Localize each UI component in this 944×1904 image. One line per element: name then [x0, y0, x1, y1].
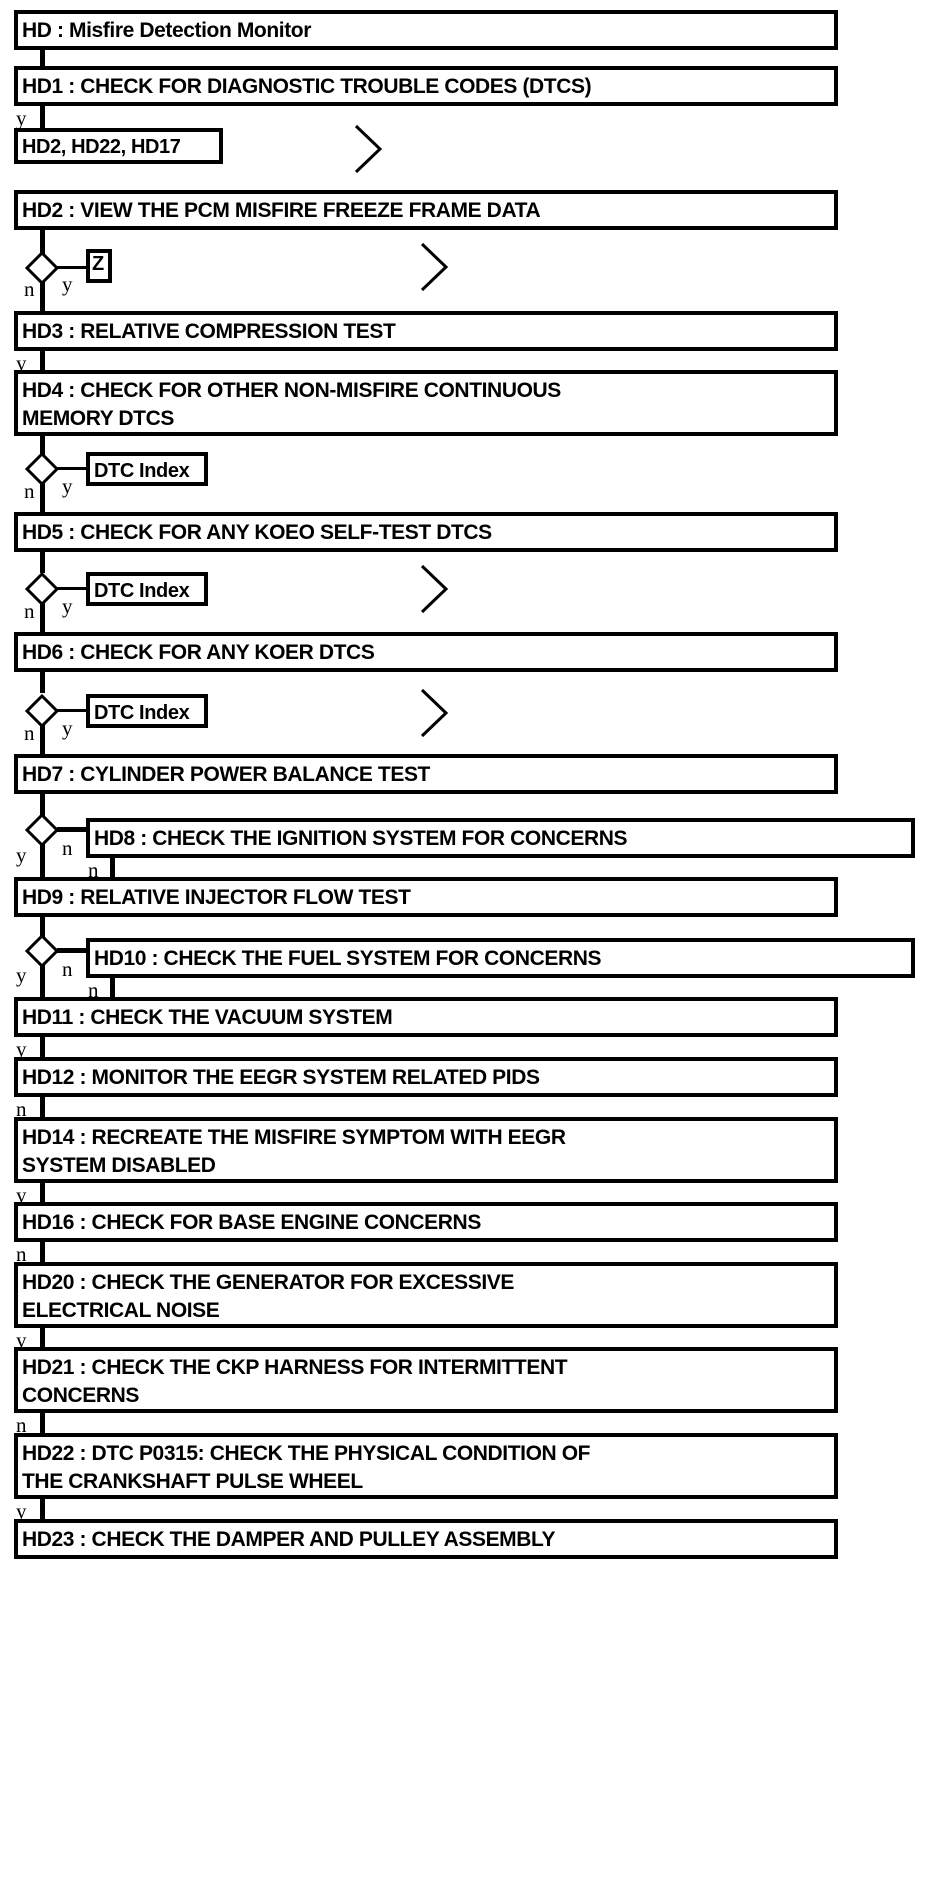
edge-HD4-to-decision	[40, 436, 45, 457]
goto-chevron-2	[418, 240, 452, 294]
node-HD5[interactable]: HD5 : CHECK FOR ANY KOEO SELF-TEST DTCS	[14, 512, 838, 552]
node-HD23[interactable]: HD23 : CHECK THE DAMPER AND PULLEY ASSEM…	[14, 1519, 838, 1559]
node-HD22[interactable]: HD22 : DTC P0315: CHECK THE PHYSICAL CON…	[14, 1433, 838, 1499]
edge-HD11-to-HD12	[40, 1037, 45, 1060]
node-HD3[interactable]: HD3 : RELATIVE COMPRESSION TEST	[14, 311, 838, 351]
edge-label-HD7-yes: y	[16, 843, 27, 867]
edge-label-HD9-yes: y	[16, 963, 27, 987]
edge-label-HD2-yes: y	[62, 272, 73, 296]
node-HD6[interactable]: HD6 : CHECK FOR ANY KOER DTCS	[14, 632, 838, 672]
edge-HD5-yes-line	[57, 587, 88, 590]
edge-HD2-no-to-HD3	[40, 281, 45, 313]
node-HD[interactable]: HD : Misfire Detection Monitor	[14, 10, 838, 50]
node-dtc-index-2[interactable]: DTC Index	[86, 572, 208, 606]
edge-label-HD21-no: n	[16, 1413, 27, 1437]
edge-HD4-yes-line	[57, 467, 88, 470]
edge-label-HD1-yes: y	[16, 106, 27, 130]
edge-label-HD6-no: n	[24, 721, 35, 745]
node-HD14[interactable]: HD14 : RECREATE THE MISFIRE SYMPTOM WITH…	[14, 1117, 838, 1183]
edge-HD20-to-HD21	[40, 1328, 45, 1351]
edge-HD1-to-REF1	[40, 106, 45, 130]
edge-label-HD6-yes: y	[62, 716, 73, 740]
edge-HD4-no-to-HD5	[40, 482, 45, 514]
edge-HD5-to-decision	[40, 552, 45, 573]
edge-label-HD3-yes: y	[16, 351, 27, 375]
node-HD21[interactable]: HD21 : CHECK THE CKP HARNESS FOR INTERMI…	[14, 1347, 838, 1413]
node-ref-Z[interactable]: Z	[86, 249, 112, 283]
edge-HD22-to-HD23	[40, 1499, 45, 1522]
edge-HD8-no-to-HD9	[110, 858, 115, 880]
edge-HD9-to-decision	[40, 917, 45, 939]
node-HD16[interactable]: HD16 : CHECK FOR BASE ENGINE CONCERNS	[14, 1202, 838, 1242]
node-HD12[interactable]: HD12 : MONITOR THE EEGR SYSTEM RELATED P…	[14, 1057, 838, 1097]
goto-chevron-3	[418, 562, 452, 616]
edge-HD2-to-decision	[40, 230, 45, 256]
edge-label-HD11-yes: y	[16, 1037, 27, 1061]
node-dtc-index-1[interactable]: DTC Index	[86, 452, 208, 486]
edge-HD6-no-to-HD7	[40, 724, 45, 756]
edge-label-HD20-yes: y	[16, 1328, 27, 1352]
edge-label-HD4-yes: y	[62, 474, 73, 498]
node-HD9[interactable]: HD9 : RELATIVE INJECTOR FLOW TEST	[14, 877, 838, 917]
node-HD7[interactable]: HD7 : CYLINDER POWER BALANCE TEST	[14, 754, 838, 794]
edge-label-HD2-no: n	[24, 277, 35, 301]
edge-label-HD22-yes: y	[16, 1499, 27, 1523]
edge-label-HD7-no: n	[62, 836, 73, 860]
node-HD11[interactable]: HD11 : CHECK THE VACUUM SYSTEM	[14, 997, 838, 1037]
edge-HD12-to-HD14	[40, 1097, 45, 1120]
edge-HD21-to-HD22	[40, 1413, 45, 1436]
edge-label-HD14-yes: y	[16, 1183, 27, 1207]
node-HD4[interactable]: HD4 : CHECK FOR OTHER NON-MISFIRE CONTIN…	[14, 370, 838, 436]
node-ref-HD2-HD22-HD17[interactable]: HD2, HD22, HD17	[14, 128, 223, 164]
goto-chevron-4	[418, 686, 452, 740]
decision-diamond-HD9[interactable]	[25, 934, 59, 968]
edge-HD6-to-decision	[40, 672, 45, 693]
edge-HD2-yes-line	[57, 266, 88, 269]
edge-HD9-yes-to-HD11	[40, 964, 45, 1000]
node-HD20[interactable]: HD20 : CHECK THE GENERATOR FOR EXCESSIVE…	[14, 1262, 838, 1328]
edge-label-HD5-yes: y	[62, 594, 73, 618]
edge-HD9-no-line	[57, 948, 88, 953]
edge-label-HD10-no: n	[88, 978, 99, 1002]
edge-HD10-no-to-HD11	[110, 978, 115, 1000]
node-HD8[interactable]: HD8 : CHECK THE IGNITION SYSTEM FOR CONC…	[86, 818, 915, 858]
edge-HD7-to-decision	[40, 794, 45, 816]
node-dtc-index-3[interactable]: DTC Index	[86, 694, 208, 728]
edge-HD14-to-HD16	[40, 1183, 45, 1206]
edge-HD6-yes-line	[57, 709, 88, 712]
node-HD2[interactable]: HD2 : VIEW THE PCM MISFIRE FREEZE FRAME …	[14, 190, 838, 230]
edge-HD3-to-HD4	[40, 351, 45, 374]
node-HD1[interactable]: HD1 : CHECK FOR DIAGNOSTIC TROUBLE CODES…	[14, 66, 838, 106]
edge-HD16-to-HD20	[40, 1242, 45, 1265]
edge-label-HD16-no: n	[16, 1242, 27, 1266]
decision-diamond-HD7[interactable]	[25, 813, 59, 847]
edge-label-HD9-no: n	[62, 957, 73, 981]
edge-HD5-no-to-HD6	[40, 602, 45, 634]
edge-HD7-no-line	[57, 827, 88, 832]
edge-label-HD5-no: n	[24, 599, 35, 623]
edge-label-HD4-no: n	[24, 479, 35, 503]
node-HD10[interactable]: HD10 : CHECK THE FUEL SYSTEM FOR CONCERN…	[86, 938, 915, 978]
edge-label-HD8-no: n	[88, 858, 99, 882]
edge-HD7-yes-to-HD9	[40, 844, 45, 880]
goto-chevron-1	[352, 122, 386, 176]
edge-label-HD12-no: n	[16, 1097, 27, 1121]
